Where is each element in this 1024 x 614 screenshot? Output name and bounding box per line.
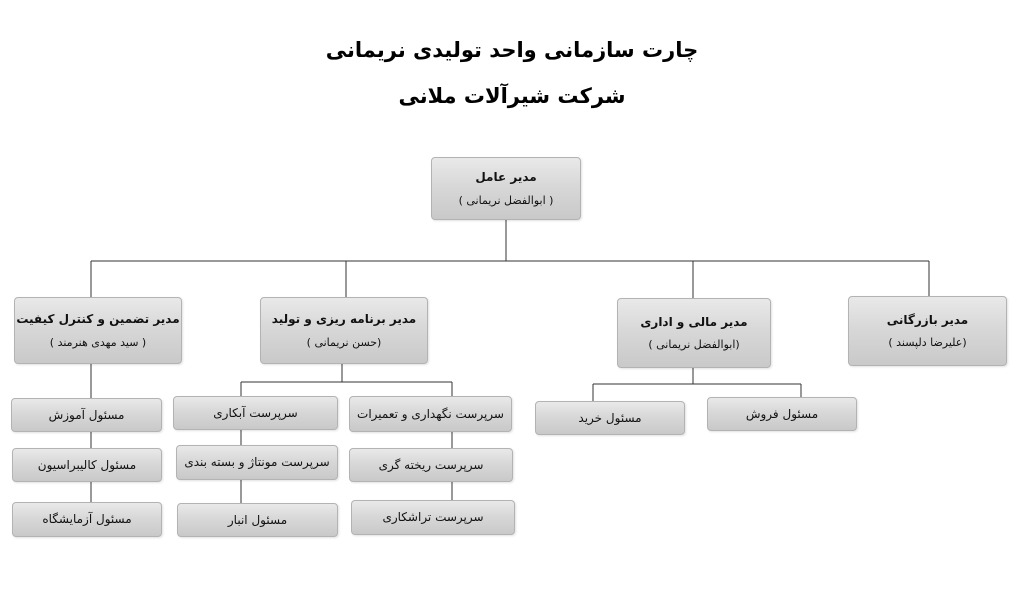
machining-supervisor-box[interactable]: سرپرست تراشکاری bbox=[351, 500, 515, 535]
quality-manager-person: ( سید مهدی هنرمند ) bbox=[49, 335, 147, 349]
quality-manager-role: مدیر تضمین و کنترل کیفیت bbox=[16, 312, 180, 327]
maintenance-supervisor-box[interactable]: سرپرست نگهداری و تعمیرات bbox=[349, 396, 512, 432]
sales-officer-box[interactable]: مسئول فروش bbox=[707, 397, 857, 431]
ceo-role: مدیر عامل bbox=[475, 170, 537, 185]
chart-title: چارت سازمانی واحد تولیدی نریمانی bbox=[325, 38, 699, 62]
chart-subtitle: شرکت شیرآلات ملانی bbox=[398, 84, 626, 108]
planning-manager-person: (حسن نریمانی ) bbox=[306, 335, 382, 349]
calibration-officer-box[interactable]: مسئول کالیبراسیون bbox=[12, 448, 162, 482]
commerce-manager-box[interactable]: مدیر بازرگانی (علیرضا دلپسند ) bbox=[848, 296, 1007, 366]
planning-manager-role: مدیر برنامه ریزی و تولید bbox=[271, 312, 417, 327]
finance-manager-role: مدیر مالی و اداری bbox=[640, 314, 748, 329]
ceo-box[interactable]: مدیر عامل ( ابوالفضل نریمانی ) bbox=[431, 157, 581, 220]
purchase-officer-box[interactable]: مسئول خرید bbox=[535, 401, 685, 435]
training-officer-box[interactable]: مسئول آموزش bbox=[11, 398, 162, 432]
planning-manager-box[interactable]: مدیر برنامه ریزی و تولید (حسن نریمانی ) bbox=[260, 297, 428, 364]
finance-manager-person: (ابوالفضل نریمانی ) bbox=[648, 338, 740, 352]
warehouse-officer-box[interactable]: مسئول انبار bbox=[177, 503, 338, 537]
casting-supervisor-box[interactable]: سرپرست ریخته گری bbox=[349, 448, 513, 482]
assembly-packaging-supervisor-box[interactable]: سرپرست مونتاژ و بسته بندی bbox=[176, 445, 338, 480]
finance-manager-box[interactable]: مدیر مالی و اداری (ابوالفضل نریمانی ) bbox=[617, 298, 771, 368]
commerce-manager-role: مدیر بازرگانی bbox=[886, 312, 969, 327]
laboratory-officer-box[interactable]: مسئول آزمایشگاه bbox=[12, 502, 162, 537]
ceo-person: ( ابوالفضل نریمانی ) bbox=[458, 193, 554, 207]
plating-supervisor-box[interactable]: سرپرست آبکاری bbox=[173, 396, 338, 430]
commerce-manager-person: (علیرضا دلپسند ) bbox=[888, 336, 967, 350]
quality-manager-box[interactable]: مدیر تضمین و کنترل کیفیت ( سید مهدی هنرم… bbox=[14, 297, 182, 364]
